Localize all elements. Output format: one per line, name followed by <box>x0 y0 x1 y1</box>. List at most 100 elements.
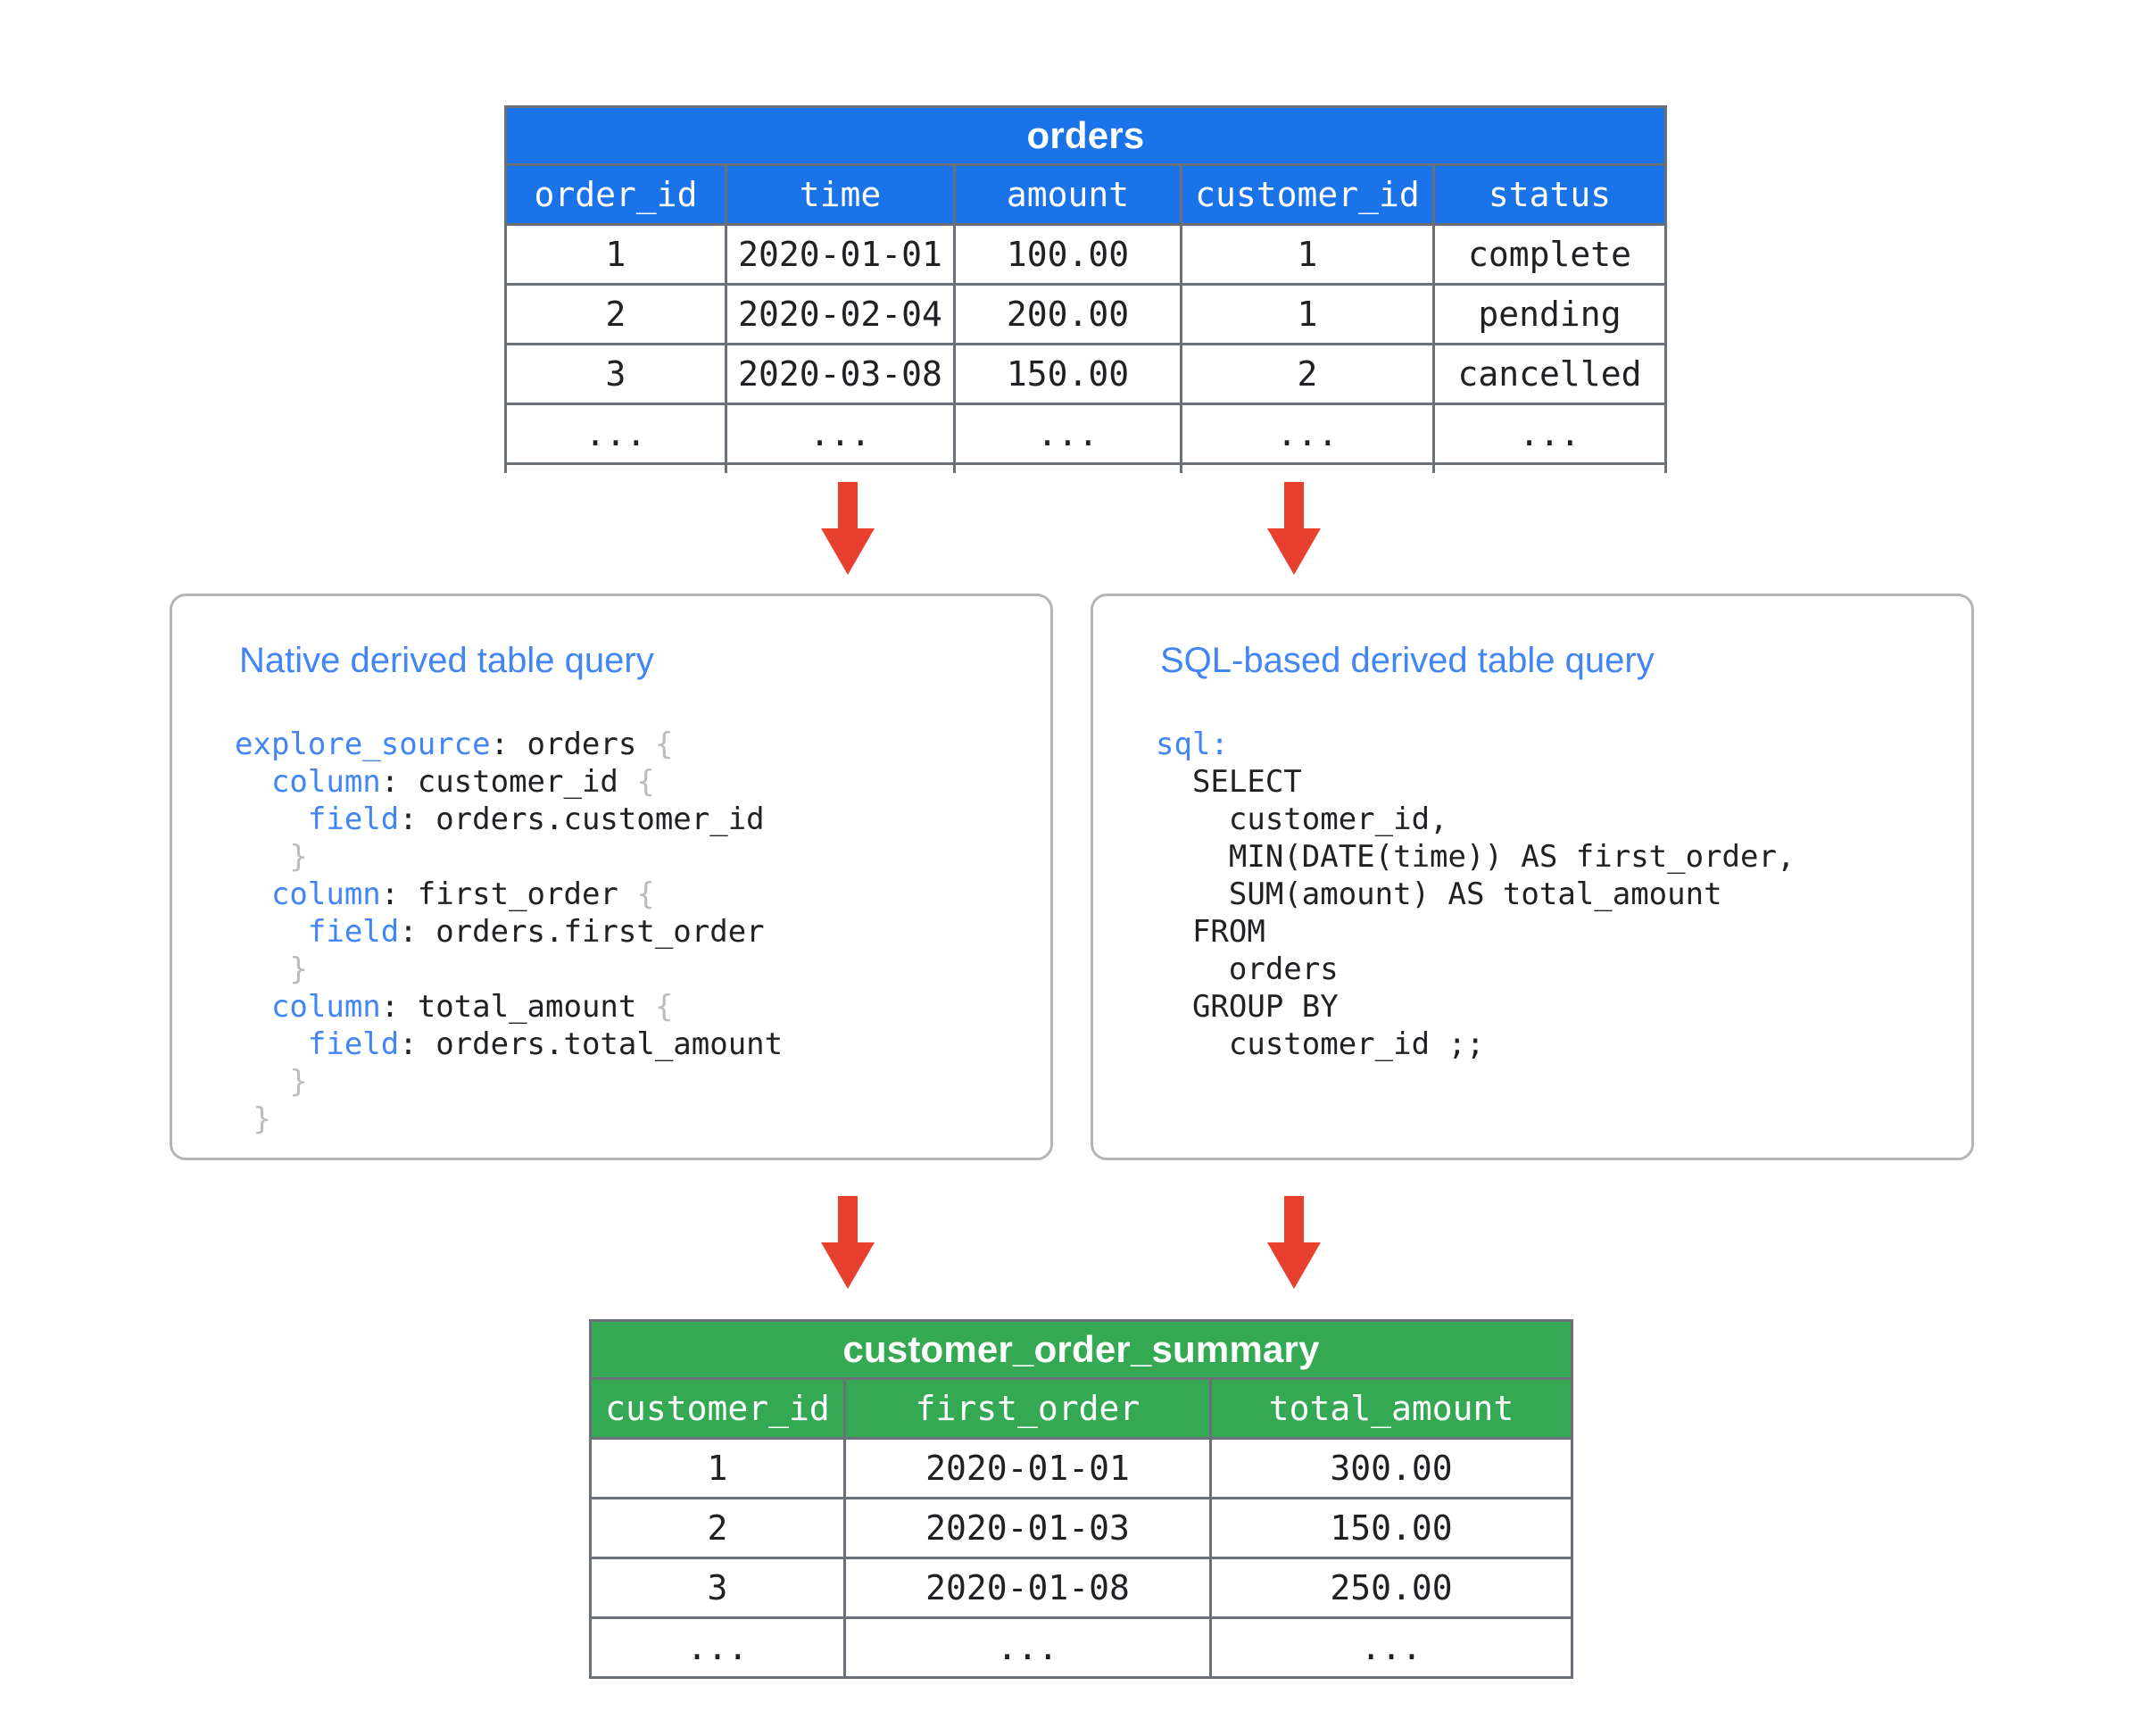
code-token-brace: } <box>289 1064 308 1100</box>
table-cell: 100.00 <box>953 223 1182 286</box>
arrow-shaft <box>838 482 858 528</box>
table-cell: 2020-01-03 <box>843 1497 1212 1559</box>
code-token-kw: field <box>307 914 400 950</box>
code-line: MIN(DATE(time)) AS first_order, <box>1156 838 1953 876</box>
table-cell: cancelled <box>1432 343 1667 405</box>
code-token-kw: column <box>270 989 381 1025</box>
code-token-plain <box>235 951 289 987</box>
table-cell: ... <box>1180 403 1435 465</box>
code-token-brace: { <box>654 727 674 762</box>
code-line: field: orders.customer_id <box>235 801 1033 838</box>
table-cell: 2020-02-04 <box>725 283 956 345</box>
table-cell: 150.00 <box>953 343 1182 405</box>
table-cell: 2020-01-01 <box>725 223 956 286</box>
table-cell: ... <box>843 1616 1212 1679</box>
code-token-plain <box>235 914 308 950</box>
code-token-plain <box>235 1101 253 1137</box>
table-cell: 300.00 <box>1208 1437 1574 1499</box>
arrow-head-icon <box>1267 528 1321 575</box>
native-derived-table-card: Native derived table query explore_sourc… <box>170 594 1053 1160</box>
code-token-plain: : total_amount <box>380 989 655 1025</box>
code-token-kw: column <box>270 764 381 800</box>
code-line: } <box>235 951 1033 988</box>
table-cell: 2020-01-08 <box>843 1557 1212 1619</box>
sql-card-title: SQL-based derived table query <box>1160 641 1655 680</box>
code-token-plain <box>235 989 271 1025</box>
table-row: ............... <box>504 403 1667 465</box>
table-cell: 1 <box>1180 283 1435 345</box>
table-cell: ... <box>725 403 956 465</box>
code-token-kw: explore_source <box>235 727 491 762</box>
code-token-plain: : orders.customer_id <box>399 802 765 837</box>
arrow-shaft <box>1284 1196 1304 1242</box>
table-cell: 2 <box>504 283 727 345</box>
code-line: SELECT <box>1156 763 1953 801</box>
code-token-brace: { <box>636 764 655 800</box>
code-token-plain: : orders.total_amount <box>399 1026 784 1062</box>
code-line: FROM <box>1156 913 1953 951</box>
code-token-plain: : first_order <box>380 876 637 912</box>
code-line: column: first_order { <box>235 876 1033 913</box>
column-header: customer_id <box>1180 163 1435 226</box>
sql-derived-table-card: SQL-based derived table query sql: SELEC… <box>1091 594 1974 1160</box>
column-header: order_id <box>504 163 727 226</box>
table-title-row: orders <box>504 105 1667 166</box>
arrow-head-icon <box>821 528 875 575</box>
code-token-kw: field <box>307 802 400 837</box>
table-cell: 2 <box>589 1497 846 1559</box>
table-cell: ... <box>1208 1616 1574 1679</box>
code-token-plain <box>235 802 308 837</box>
code-line: } <box>235 1063 1033 1101</box>
code-line: SUM(amount) AS total_amount <box>1156 876 1953 913</box>
code-token-brace: { <box>654 989 674 1025</box>
table-cell: ... <box>589 1616 846 1679</box>
code-line: sql: <box>1156 726 1953 763</box>
code-line: customer_id ;; <box>1156 1026 1953 1063</box>
code-line: field: orders.first_order <box>235 913 1033 951</box>
code-token-kw: sql: <box>1156 727 1229 762</box>
arrow-sql-to-summary <box>1267 1196 1321 1289</box>
table-cell: 2020-01-01 <box>843 1437 1212 1499</box>
table-cell: pending <box>1432 283 1667 345</box>
code-token-plain <box>235 876 271 912</box>
table-cell: 150.00 <box>1208 1497 1574 1559</box>
code-token-plain: MIN(DATE(time)) AS first_order, <box>1156 839 1796 875</box>
arrow-head-icon <box>821 1242 875 1289</box>
table-title: orders <box>504 105 1667 166</box>
table-title-row: customer_order_summary <box>588 1319 1574 1380</box>
code-token-plain <box>235 1026 308 1062</box>
arrow-native-to-summary <box>821 1196 875 1289</box>
code-token-plain: orders <box>1156 951 1339 987</box>
arrow-head-icon <box>1267 1242 1321 1289</box>
code-token-plain: : orders.first_order <box>399 914 765 950</box>
table-cell: 3 <box>589 1557 846 1619</box>
arrow-shaft <box>838 1196 858 1242</box>
column-header: first_order <box>843 1377 1212 1440</box>
code-token-plain: FROM <box>1156 914 1265 950</box>
code-line: column: total_amount { <box>235 988 1033 1026</box>
code-token-brace: { <box>636 876 655 912</box>
table-cell: 1 <box>504 223 727 286</box>
code-token-plain <box>235 839 289 875</box>
arrow-orders-to-native <box>821 482 875 575</box>
code-token-kw: column <box>270 876 381 912</box>
code-line: } <box>235 1101 1033 1138</box>
table-cell: 2020-03-08 <box>725 343 956 405</box>
table-cell: 250.00 <box>1208 1557 1574 1619</box>
code-token-plain: GROUP BY <box>1156 989 1339 1025</box>
code-token-plain <box>235 1064 289 1100</box>
code-token-plain: SELECT <box>1156 764 1302 800</box>
table-cell: 200.00 <box>953 283 1182 345</box>
code-token-kw: field <box>307 1026 400 1062</box>
table-cell: ... <box>1432 403 1667 465</box>
code-token-plain: : orders <box>490 727 655 762</box>
